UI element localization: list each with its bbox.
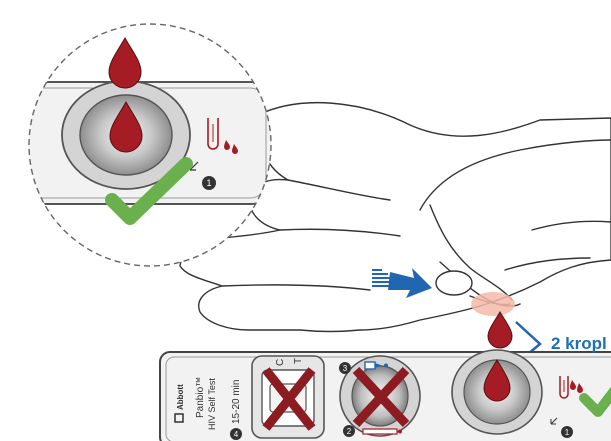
step-number-4: 4 xyxy=(234,430,239,439)
product-subtitle: HIV Self Test xyxy=(207,378,217,430)
fingertip-highlight xyxy=(471,292,515,316)
control-line-letter: C xyxy=(275,359,286,366)
time-label: 15-20 min xyxy=(231,380,242,424)
test-line-letter: T xyxy=(293,358,304,364)
wait-time-label: 4 15-20 min xyxy=(230,380,242,440)
sample-well xyxy=(452,350,542,434)
step-number-1: 1 xyxy=(565,428,570,437)
step-number-2: 2 xyxy=(347,427,352,436)
blood-drop-icon xyxy=(488,312,512,348)
step-number-3: 3 xyxy=(343,364,348,373)
zoom-step-number: 1 xyxy=(206,178,211,188)
zoom-circle: 1 xyxy=(10,24,272,266)
test-device: Abbott Panbio™ HIV Self Test 4 15-20 min… xyxy=(160,350,611,441)
brand-label: Abbott xyxy=(176,384,185,410)
product-name: Panbio™ xyxy=(195,377,206,418)
drop-count-callout: 2 kropl xyxy=(551,334,607,353)
